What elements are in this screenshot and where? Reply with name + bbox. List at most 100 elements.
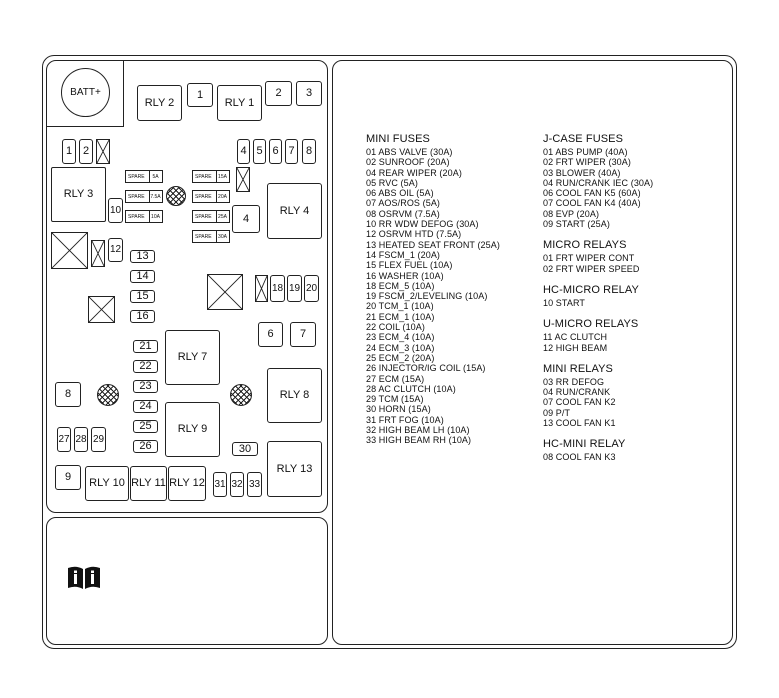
fuse-30: 30 (232, 442, 258, 456)
legend-item: 08 COOL FAN K3 (543, 452, 616, 463)
fuse-1: 1 (187, 83, 213, 107)
legend-item: 08 OSRVM (7.5A) (366, 208, 440, 219)
book-info-icon (66, 565, 102, 591)
mini-fuses-list: 01 ABS VALVE (30A)02 SUNROOF (20A)04 REA… (366, 147, 500, 446)
fuse-27: 27 (57, 427, 71, 452)
legend-item: 24 ECM_3 (10A) (366, 342, 435, 353)
legend-item: 18 ECM_5 (10A) (366, 280, 435, 291)
legend-item: 31 FRT FOG (10A) (366, 414, 444, 425)
legend-item: 14 FSCM_1 (20A) (366, 249, 441, 260)
fuse-9: 9 (55, 465, 81, 490)
fuse-33: 33 (247, 472, 262, 497)
fuse-8: 8 (302, 139, 316, 164)
legend-item: 13 HEATED SEAT FRONT (25A) (366, 239, 500, 250)
spare-label: SPARE (195, 233, 212, 240)
legend-item: 20 TCM_1 (10A) (366, 301, 434, 312)
relay-4-small: 4 (232, 205, 260, 233)
relay-2: RLY 2 (137, 85, 182, 121)
fuse-5: 5 (253, 139, 266, 164)
empty-relay-slot (51, 232, 88, 269)
fuse-2-mini: 2 (79, 139, 93, 164)
fuse-20: 20 (304, 275, 319, 302)
fuse-6: 6 (269, 139, 282, 164)
fuse-29: 29 (91, 427, 106, 452)
legend-item: 02 SUNROOF (20A) (366, 157, 450, 168)
legend-item: 30 HORN (15A) (366, 404, 431, 415)
hc-micro-relay-title: HC-MICRO RELAY (543, 283, 639, 296)
legend-item: 16 WASHER (10A) (366, 270, 444, 281)
fuse-22: 22 (133, 360, 158, 373)
fuse-15: 15 (130, 290, 155, 303)
empty-slot (91, 240, 105, 267)
legend-item: 09 P/T (543, 407, 571, 418)
legend-item: 12 OSRVM HTD (7.5A) (366, 229, 462, 240)
batt-corner-divider-h (47, 126, 124, 128)
legend-item: 09 START (25A) (543, 219, 610, 230)
spare-label: SPARE (195, 173, 212, 180)
relay-8: RLY 8 (267, 368, 322, 423)
legend-item: 01 FRT WIPER CONT (543, 253, 635, 264)
fuse-7: 7 (285, 139, 298, 164)
legend-item: 02 FRT WIPER (30A) (543, 157, 631, 168)
batt-terminal: BATT+ (61, 68, 110, 117)
legend-item: 22 COIL (10A) (366, 322, 425, 333)
legend-item: 03 BLOWER (40A) (543, 167, 621, 178)
spare-15a: SPARE 15A (192, 170, 230, 183)
fuse-26: 26 (133, 440, 158, 453)
empty-slot (255, 275, 268, 302)
legend-right-column: J-CASE FUSES 01 ABS PUMP (40A)02 FRT WIP… (543, 133, 653, 463)
empty-slot (236, 167, 250, 192)
fuse-25: 25 (133, 420, 158, 433)
legend-item: 10 RR WDW DEFOG (30A) (366, 219, 479, 230)
legend-item: 05 RVC (5A) (366, 177, 418, 188)
legend-item: 26 INJECTOR/IG COIL (15A) (366, 363, 486, 374)
legend-item: 06 ABS OIL (5A) (366, 188, 434, 199)
legend-item: 27 ECM (15A) (366, 373, 425, 384)
fuse-21: 21 (133, 340, 158, 353)
legend-item: 06 COOL FAN K5 (60A) (543, 188, 641, 199)
relay-3: RLY 3 (51, 167, 106, 222)
fuse-19: 19 (287, 275, 302, 302)
fuse-10: 10 (108, 198, 123, 223)
legend-panel (332, 60, 733, 645)
legend-item: 12 HIGH BEAM (543, 342, 608, 353)
fuse-8-mini: 8 (55, 382, 81, 407)
relay-13: RLY 13 (267, 441, 322, 497)
hc-mini-relay-list: 08 COOL FAN K3 (543, 452, 653, 462)
legend-item: 25 ECM_2 (20A) (366, 352, 435, 363)
fuse-box-panel (46, 60, 328, 513)
empty-relay-slot (88, 296, 115, 323)
fuse-2: 2 (265, 81, 292, 106)
hc-micro-relay-list: 10 START (543, 298, 653, 308)
spare-value: 15A (216, 171, 228, 182)
micro-relays-title: MICRO RELAYS (543, 239, 627, 252)
info-panel (46, 517, 328, 645)
batt-corner-divider (123, 61, 125, 127)
relay-4: RLY 4 (267, 183, 322, 239)
legend-item: 08 EVP (20A) (543, 208, 600, 219)
mini-fuses-title: MINI FUSES (366, 133, 430, 145)
fuse-1-mini: 1 (62, 139, 76, 164)
legend-item: 10 START (543, 297, 585, 308)
fuse-3: 3 (296, 81, 322, 106)
outer-frame (42, 55, 737, 649)
legend-item: 07 AOS/ROS (5A) (366, 198, 441, 209)
empty-relay-slot (207, 274, 243, 310)
fuse-13: 13 (130, 250, 155, 263)
j-case-fuses-list: 01 ABS PUMP (40A)02 FRT WIPER (30A)03 BL… (543, 147, 653, 229)
legend-item: 02 FRT WIPER SPEED (543, 263, 640, 274)
ground-stud (97, 384, 119, 406)
fuse-6-mini: 6 (258, 322, 283, 347)
legend-item: 19 FSCM_2/LEVELING (10A) (366, 291, 488, 302)
fuse-31: 31 (213, 472, 227, 497)
fuse-4: 4 (237, 139, 250, 164)
spare-value: 25A (216, 211, 228, 222)
legend-item: 13 COOL FAN K1 (543, 418, 616, 429)
fuse-28: 28 (74, 427, 88, 452)
legend-item: 23 ECM_4 (10A) (366, 332, 435, 343)
relay-10: RLY 10 (85, 466, 129, 501)
ground-stud (166, 186, 186, 206)
spare-value: 30A (216, 231, 228, 242)
